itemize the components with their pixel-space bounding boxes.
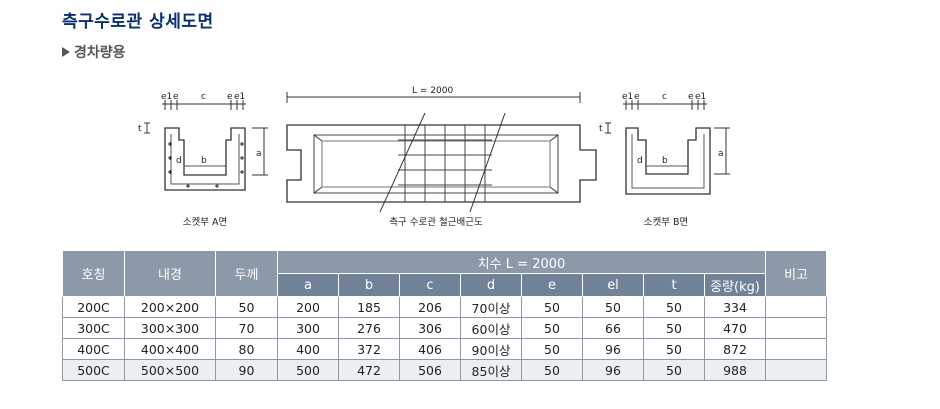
table-cell: 90이상 xyxy=(460,338,522,360)
table-cell: 872 xyxy=(703,338,767,360)
table-row: 300C 300×300 70 300 276 306 60이상 50 66 5… xyxy=(62,317,828,339)
dim-label-e1-right-a: e1 xyxy=(234,92,245,102)
header-dimensions: 치수 L = 2000 xyxy=(276,250,767,274)
dim-label-a-b: a xyxy=(718,149,724,159)
dim-label-t-a: t xyxy=(138,124,142,134)
table-cell: 50 xyxy=(521,296,583,318)
table-cell: 988 xyxy=(703,359,767,381)
subtitle-text: 경차량용 xyxy=(74,45,126,61)
spec-table: 호칭 내경 두께 치수 L = 2000 비고 a b c d e el t 중… xyxy=(62,250,828,381)
subheader-t: t xyxy=(643,273,705,297)
page-title: 측구수로관 상세도면 xyxy=(62,12,214,32)
header-note: 비고 xyxy=(765,250,828,297)
table-cell: 500 xyxy=(277,359,339,381)
table-cell: 50 xyxy=(521,359,583,381)
table-cell: 85이상 xyxy=(460,359,522,381)
table-cell xyxy=(765,317,828,339)
table-cell: 400 xyxy=(277,338,339,360)
table-row: 200C 200×200 50 200 185 206 70이상 50 50 5… xyxy=(62,296,828,318)
table-cell: 400C xyxy=(62,338,125,360)
table-row: 400C 400×400 80 400 372 406 90이상 50 96 5… xyxy=(62,338,828,360)
dim-label-e-right-a: e xyxy=(227,92,233,102)
table-cell: 206 xyxy=(399,296,461,318)
dim-label-e1-left-b: e1 xyxy=(622,92,633,102)
table-cell: 50 xyxy=(643,317,705,339)
subheader-d: d xyxy=(460,273,522,297)
table-cell xyxy=(765,338,828,360)
table-cell: 306 xyxy=(399,317,461,339)
table-cell: 506 xyxy=(399,359,461,381)
table-cell: 70이상 xyxy=(460,296,522,318)
table-cell: 185 xyxy=(338,296,400,318)
dim-label-e1-right-b: e1 xyxy=(695,92,706,102)
table-cell xyxy=(765,296,828,318)
dim-label-e-left-a: e xyxy=(173,92,179,102)
triangle-bullet-icon xyxy=(62,47,70,57)
dim-label-a-a: a xyxy=(256,149,262,159)
table-cell: 50 xyxy=(582,296,644,318)
header-thickness: 두께 xyxy=(215,250,278,297)
caption-rebar-plan: 측구 수로관 철근배근도 xyxy=(389,217,483,228)
table-cell: 200 xyxy=(277,296,339,318)
table-row: 500C 500×500 90 500 472 506 85이상 50 96 5… xyxy=(62,359,828,381)
table-cell: 96 xyxy=(582,338,644,360)
table-cell: 80 xyxy=(215,338,278,360)
table-cell: 372 xyxy=(338,338,400,360)
length-label: L = 2000 xyxy=(412,86,453,96)
dim-label-b-b: b xyxy=(662,156,668,166)
table-cell: 406 xyxy=(399,338,461,360)
table-cell: 200C xyxy=(62,296,125,318)
dim-label-c-b: c xyxy=(662,92,667,102)
table-cell: 50 xyxy=(215,296,278,318)
dim-label-b-a: b xyxy=(201,156,207,166)
section-subtitle: 경차량용 xyxy=(62,42,126,62)
subheader-el: el xyxy=(582,273,644,297)
table-cell: 300×300 xyxy=(124,317,216,339)
table-cell: 470 xyxy=(703,317,767,339)
table-cell: 70 xyxy=(215,317,278,339)
dim-label-d-a: d xyxy=(176,156,182,166)
dim-label-e-right-b: e xyxy=(688,92,694,102)
table-cell: 50 xyxy=(643,338,705,360)
caption-socket-b: 소켓부 B면 xyxy=(643,217,689,228)
table-cell: 50 xyxy=(521,338,583,360)
table-cell: 500C xyxy=(62,359,125,381)
subheader-b: b xyxy=(338,273,400,297)
socket-a-section xyxy=(144,100,268,191)
table-cell: 200×200 xyxy=(124,296,216,318)
table-cell xyxy=(765,359,828,381)
table-cell: 334 xyxy=(703,296,767,318)
table-cell: 472 xyxy=(338,359,400,381)
dim-label-t-b: t xyxy=(599,124,603,134)
table-cell: 50 xyxy=(643,359,705,381)
table-cell: 276 xyxy=(338,317,400,339)
detail-drawing: e1 e c e e1 t a b d L = 2000 e1 e c e e1… xyxy=(138,86,730,213)
table-cell: 50 xyxy=(521,317,583,339)
socket-b-section xyxy=(605,100,730,195)
subheader-c: c xyxy=(399,273,461,297)
dim-label-d-b: d xyxy=(637,156,643,166)
dim-label-e1-left-a: e1 xyxy=(161,92,172,102)
table-cell: 50 xyxy=(643,296,705,318)
table-cell: 400×400 xyxy=(124,338,216,360)
header-name: 호칭 xyxy=(62,250,125,297)
table-cell: 96 xyxy=(582,359,644,381)
caption-socket-a: 소켓부 A면 xyxy=(182,217,228,228)
table-cell: 66 xyxy=(582,317,644,339)
dim-label-e-left-b: e xyxy=(634,92,640,102)
rebar-plan-view xyxy=(286,92,597,213)
subheader-weight: 중량(kg) xyxy=(703,273,767,297)
table-cell: 500×500 xyxy=(124,359,216,381)
subheader-a: a xyxy=(277,273,339,297)
table-cell: 90 xyxy=(215,359,278,381)
dim-label-c-a: c xyxy=(201,92,206,102)
table-cell: 60이상 xyxy=(460,317,522,339)
subheader-e: e xyxy=(521,273,583,297)
header-inner-size: 내경 xyxy=(124,250,216,297)
table-cell: 300C xyxy=(62,317,125,339)
table-cell: 300 xyxy=(277,317,339,339)
